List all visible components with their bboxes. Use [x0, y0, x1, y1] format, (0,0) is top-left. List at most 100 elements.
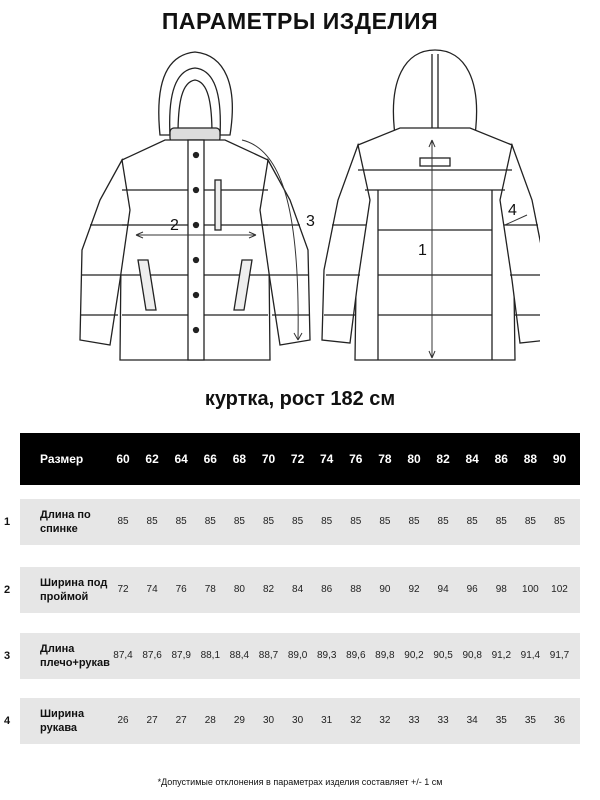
size-header-cell: 80 [407, 452, 421, 466]
table-cell: 85 [466, 516, 478, 527]
size-header-cell: 90 [552, 452, 567, 466]
size-header-cell: 82 [436, 452, 450, 466]
size-header-cell: 68 [232, 452, 247, 466]
table-cell: 102 [551, 584, 568, 595]
table-cell: 91,7 [549, 650, 570, 661]
table-cell: 82 [262, 584, 275, 595]
table-cell: 28 [204, 715, 216, 726]
table-cell: 32 [350, 715, 362, 726]
table-cell: 100 [522, 584, 539, 595]
table-cell: 85 [233, 516, 245, 527]
table-cell: 33 [408, 715, 420, 726]
size-header-cell: 60 [116, 452, 130, 466]
table-cell: 90,5 [433, 650, 453, 661]
row-label: Ширина рукава [40, 708, 85, 734]
table-cell: 85 [524, 516, 536, 527]
table-cell: 85 [204, 516, 216, 527]
table-cell: 86 [321, 584, 333, 595]
table-cell: 90,2 [404, 650, 424, 661]
measure-label-1: 1 [418, 242, 427, 259]
row-number: 1 [4, 516, 11, 528]
row-label: Длина плечо+рукав [40, 643, 110, 669]
table-cell: 80 [233, 584, 245, 595]
table-cell: 85 [292, 516, 304, 527]
table-cell: 72 [117, 584, 129, 595]
table-cell: 85 [553, 516, 566, 527]
table-cell: 85 [262, 516, 275, 527]
size-header-cell: 76 [349, 452, 363, 466]
jacket-back [321, 49, 540, 361]
table-cell: 35 [524, 715, 536, 726]
table-cell: 30 [292, 715, 304, 726]
table-cell: 85 [437, 516, 449, 527]
table-cell: 85 [175, 516, 187, 527]
table-cell: 78 [204, 584, 216, 595]
size-header-cell: 72 [290, 452, 305, 466]
measure-label-3: 3 [306, 213, 315, 230]
table-cell: 85 [117, 516, 129, 527]
table-cell: 88,7 [258, 650, 279, 661]
table-cell: 85 [495, 516, 507, 527]
table-cell: 92 [408, 584, 420, 595]
table-cell: 27 [146, 715, 158, 726]
table-cell: 32 [379, 715, 391, 726]
measure-label-4: 4 [508, 202, 517, 219]
table-cell: 88,4 [229, 650, 250, 661]
size-header-cell: 86 [494, 452, 508, 466]
size-header-cell: 66 [203, 452, 217, 466]
table-cell: 31 [321, 715, 333, 726]
table-cell: 87,4 [113, 650, 133, 661]
jacket-diagram: 2 3 1 4 [79, 49, 540, 361]
size-header-label: Размер [40, 452, 84, 466]
table-cell: 85 [146, 516, 158, 527]
table-cell: 27 [175, 715, 187, 726]
table-cell: 90,8 [462, 650, 482, 661]
table-cell: 87,6 [142, 650, 162, 661]
size-header-cell: 62 [145, 452, 159, 466]
table-cell: 88 [350, 584, 362, 595]
table-cell: 26 [117, 715, 129, 726]
size-header-cell: 74 [320, 452, 334, 466]
table-cell: 35 [495, 715, 507, 726]
row-label: Ширина под проймой [40, 577, 108, 603]
table-cell: 33 [437, 715, 449, 726]
product-subtitle: куртка, рост 182 см [204, 388, 396, 410]
jacket-front [79, 51, 311, 361]
size-header-cell: 88 [523, 452, 538, 466]
size-header-cell: 64 [174, 452, 188, 466]
table-row: 2 Ширина под проймой 72 74 76 78 80 82 84 86 88 90 9… [4, 567, 580, 613]
table-cell: 34 [466, 715, 478, 726]
table-cell: 89,8 [375, 650, 395, 661]
table-cell: 87,9 [171, 650, 191, 661]
size-header-cell: 84 [465, 452, 479, 466]
row-number: 4 [4, 715, 11, 727]
table-cell: 74 [146, 584, 158, 595]
table-cell: 30 [262, 715, 275, 726]
table-row: 4 Ширина рукава 26 27 27 28 29 30 30 31 32 32 33 33 34… [4, 698, 580, 744]
size-header-cell: 70 [261, 452, 276, 466]
table-cell: 98 [495, 584, 507, 595]
table-cell: 94 [437, 584, 449, 595]
table-cell: 90 [379, 584, 391, 595]
table-cell: 91,4 [520, 650, 541, 661]
table-cell: 88,1 [200, 650, 221, 661]
row-number: 2 [4, 584, 11, 596]
row-number: 3 [4, 650, 11, 662]
table-cell: 96 [466, 584, 478, 595]
table-cell: 29 [233, 715, 245, 726]
table-cell: 36 [553, 715, 566, 726]
table-cell: 85 [379, 516, 391, 527]
table-cell: 91,2 [491, 650, 512, 661]
table-cell: 84 [292, 584, 304, 595]
table-cell: 76 [175, 584, 187, 595]
table-cell: 89,6 [346, 650, 366, 661]
table-cell: 85 [408, 516, 420, 527]
table-cell: 85 [350, 516, 362, 527]
page-title: ПАРАМЕТРЫ ИЗДЕЛИЯ [161, 8, 439, 34]
table-cell: 89,0 [287, 650, 308, 661]
tolerance-footnote: *Допустимые отклонения в параметрах изде… [157, 777, 443, 787]
measure-label-2: 2 [170, 217, 179, 234]
